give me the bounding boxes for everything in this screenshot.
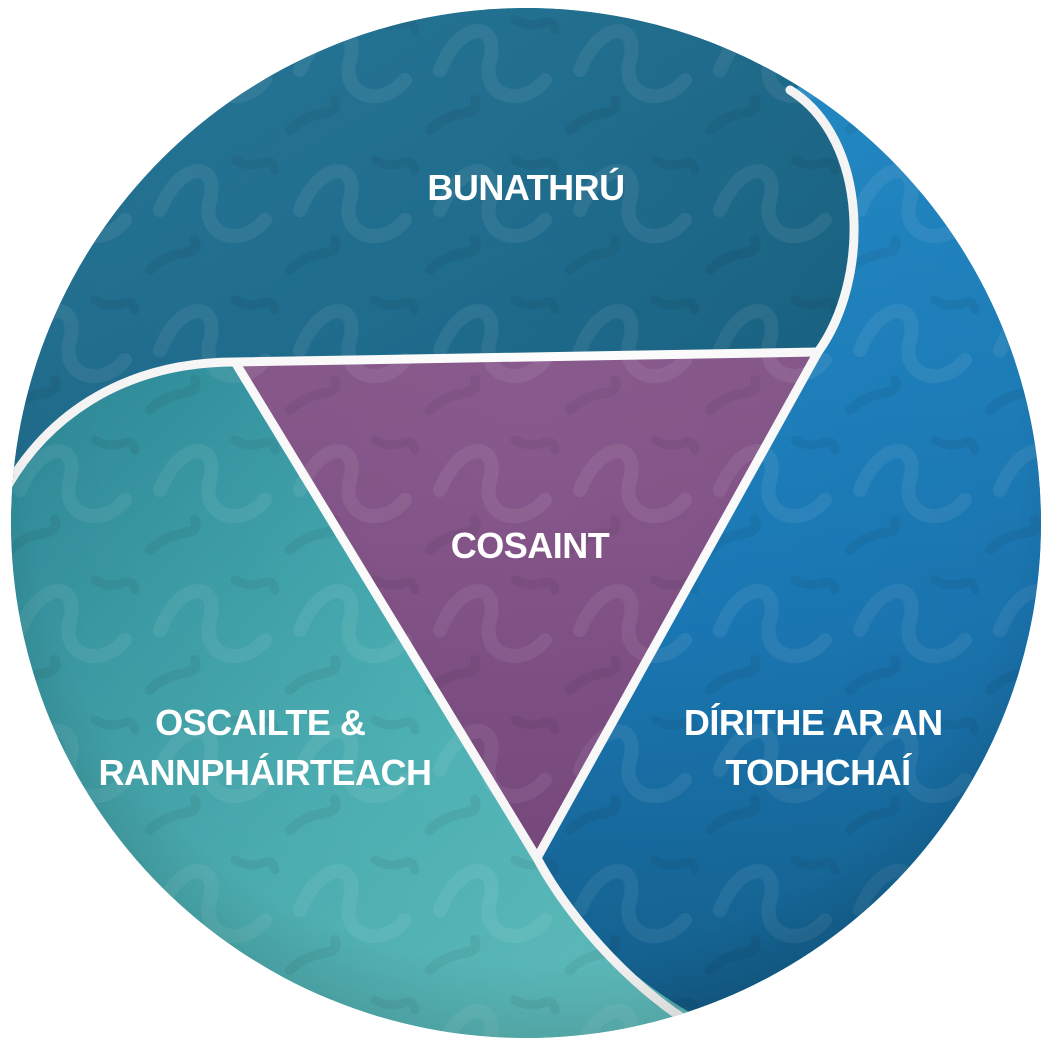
label-top: BUNATHRÚ (427, 166, 624, 208)
label-left-line-2: RANNPHÁIRTEACH (99, 752, 432, 793)
label-right-line-1: DÍRITHE AR AN (684, 702, 943, 743)
label-right-line-2: TODHCHAÍ (725, 752, 912, 793)
label-left-line-1: OSCAILTE & (155, 702, 365, 743)
disk-shading (11, 8, 1041, 1038)
label-center-line-1: COSAINT (451, 525, 610, 566)
label-center: COSAINT (451, 525, 610, 566)
label-top-line-1: BUNATHRÚ (427, 166, 624, 208)
